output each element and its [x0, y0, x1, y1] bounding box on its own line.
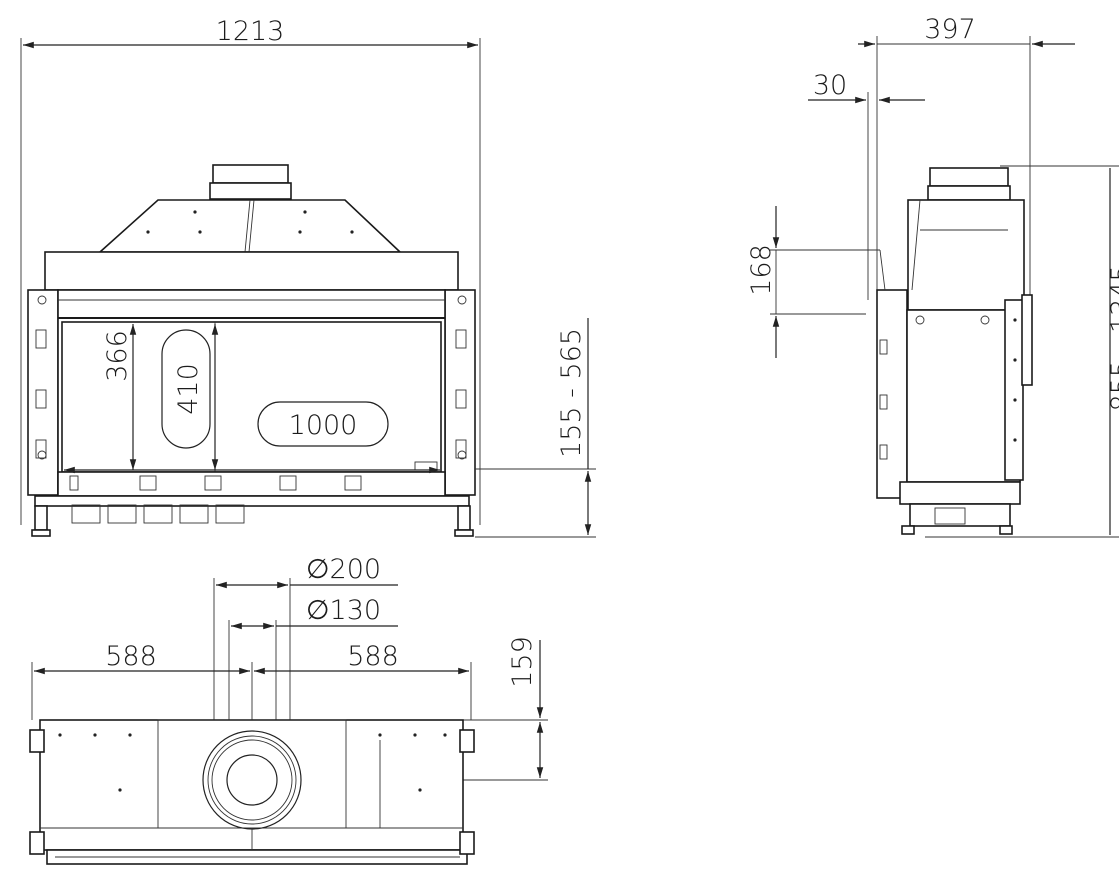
glass-panel	[61, 321, 442, 473]
side-upper-body	[907, 199, 1025, 311]
front-view: 1213	[20, 16, 596, 538]
bottom-rail	[57, 471, 446, 497]
right-frame	[444, 289, 476, 496]
dim-total-height-range: 855 - 1345	[1106, 264, 1119, 411]
dim-overall-width: 1213	[216, 16, 285, 47]
dim-rear-to-flue-center: 159	[507, 636, 538, 688]
dim-outer-flue-diameter: 200	[330, 554, 382, 585]
diameter-symbol-inner: ∅	[306, 595, 330, 626]
side-main-body	[906, 309, 1021, 483]
flue-collar	[212, 164, 289, 184]
dim-right-to-center: 588	[347, 641, 399, 672]
base-plate	[34, 495, 470, 507]
dim-left-to-center: 588	[105, 641, 157, 672]
glass-width-callout	[257, 401, 389, 447]
dim-opening-height: 366	[102, 330, 133, 382]
dim-offset: 30	[813, 70, 847, 101]
top-panel	[44, 251, 459, 291]
dim-inner-flue-diameter: 130	[330, 595, 382, 626]
dim-glass-width: 1000	[289, 410, 358, 441]
dim-glass-height: 410	[173, 363, 204, 415]
top-view: ∅200 ∅130 588 588 159	[29, 554, 548, 865]
left-frame	[27, 289, 59, 496]
glass-height-callout	[161, 329, 211, 449]
side-view: 397 30 168	[746, 14, 1119, 538]
side-flue-collar	[929, 167, 1009, 187]
flue-collar-base	[209, 182, 292, 200]
dim-top-offset: 168	[746, 244, 777, 296]
svg-text:∅200: ∅200	[306, 554, 381, 585]
dim-base-height-range: 155 - 565	[556, 328, 587, 458]
dim-overall-depth: 397	[924, 14, 976, 45]
svg-text:∅130: ∅130	[306, 595, 381, 626]
flue-inner-ring	[226, 754, 278, 806]
diameter-symbol-outer: ∅	[306, 554, 330, 585]
side-front-frame	[876, 289, 908, 499]
top-body	[39, 719, 464, 851]
